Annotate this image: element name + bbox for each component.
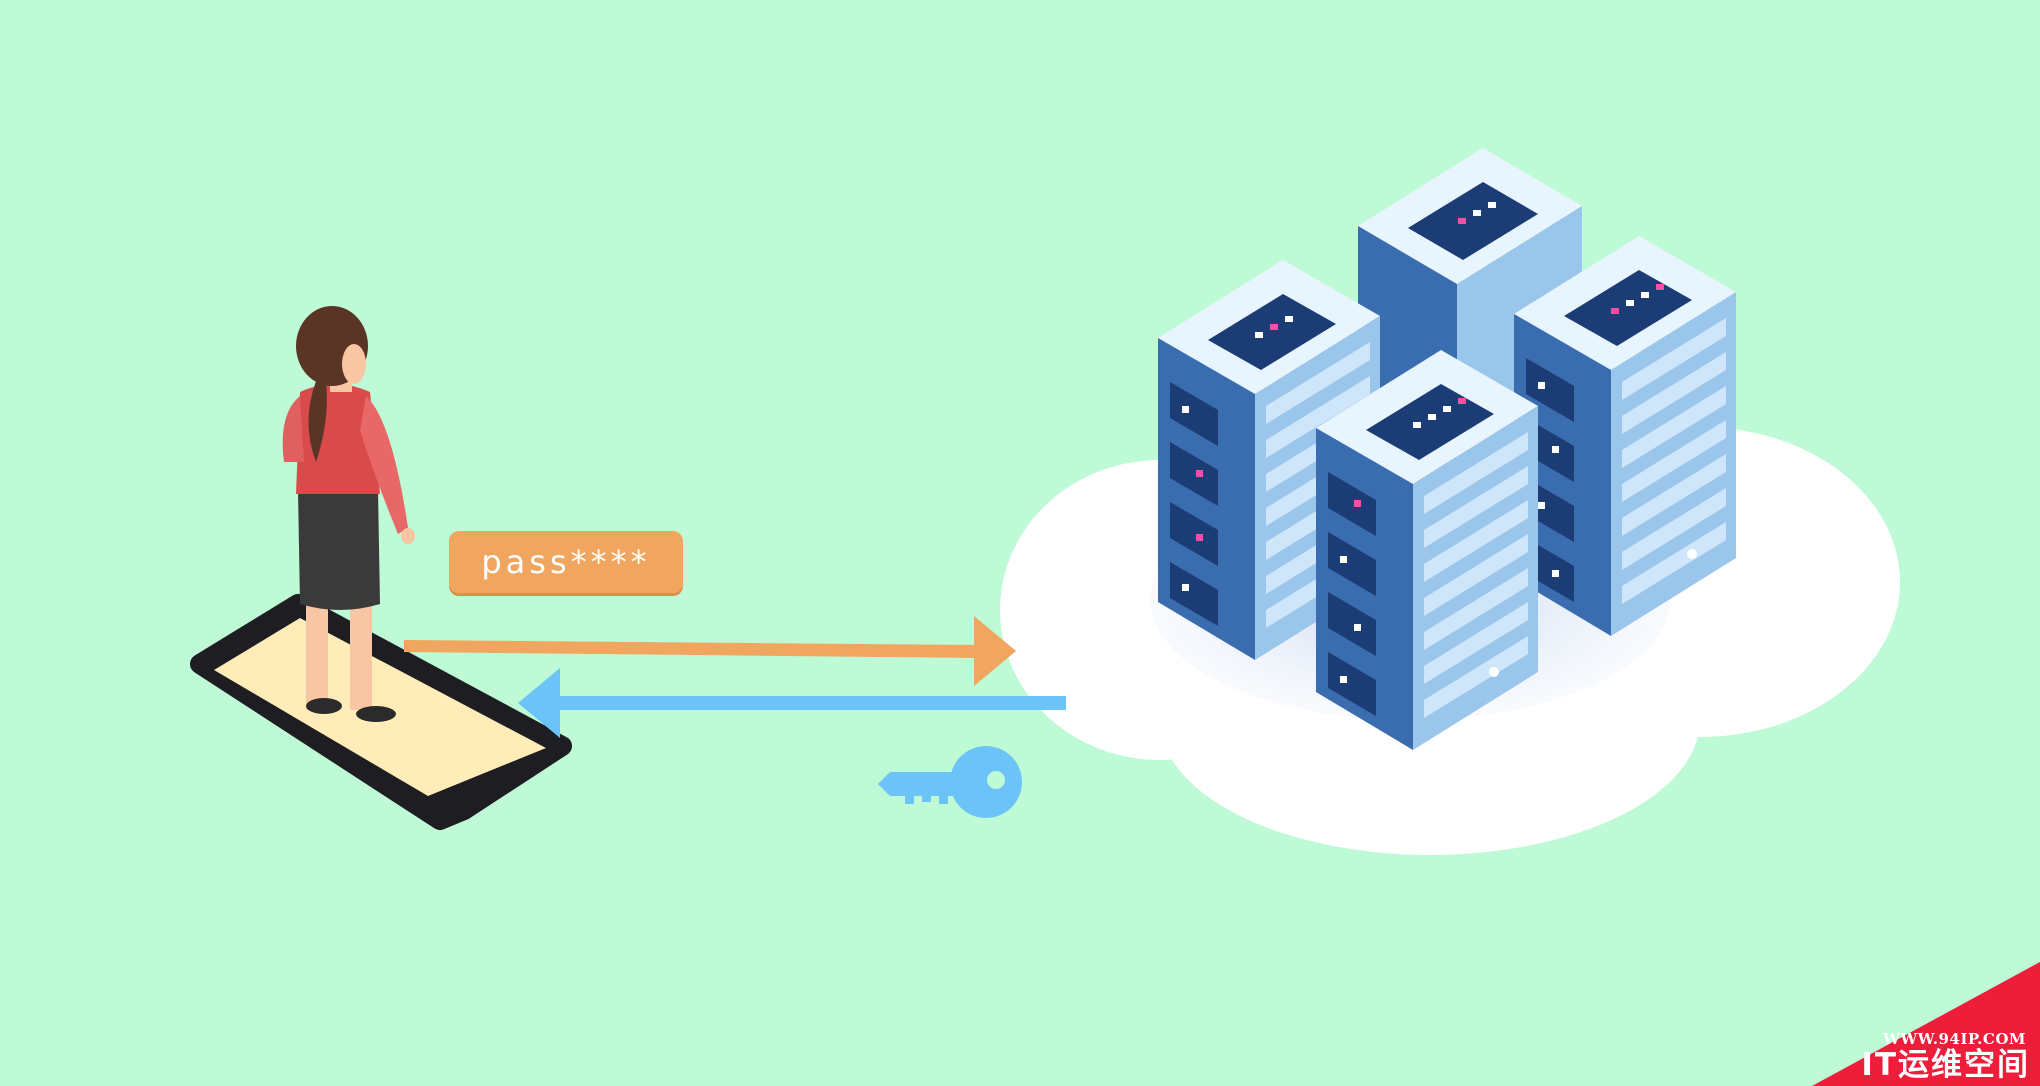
password-label: pass**** (449, 531, 683, 593)
request-arrow (404, 616, 1016, 686)
watermark-url: WWW.94IP.COM (1883, 1030, 2026, 1048)
response-arrow (518, 668, 1066, 738)
key-icon (878, 746, 1022, 818)
server-rack-icon (1158, 148, 1736, 750)
watermark-name: IT运维空间 (1861, 1047, 2030, 1083)
watermark-corner (1812, 962, 2040, 1086)
person-figure (282, 306, 415, 722)
